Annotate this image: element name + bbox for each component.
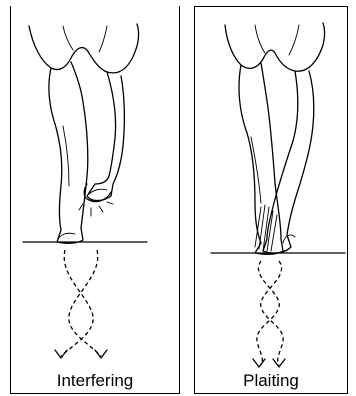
interfering-illustration	[11, 6, 181, 394]
arrow-left	[55, 350, 67, 358]
chest-outline	[225, 23, 325, 71]
left-leg	[239, 63, 283, 254]
arrow-right	[273, 359, 285, 367]
hoof-path-left	[257, 261, 279, 365]
plaiting-illustration	[195, 7, 349, 395]
plaiting-panel: Plaiting	[194, 6, 348, 394]
hoof-path-left	[61, 250, 93, 356]
hoof-path-right	[261, 261, 283, 365]
right-leg	[87, 72, 124, 201]
plaiting-caption: Plaiting	[195, 371, 347, 391]
left-leg	[49, 62, 88, 243]
interfering-panel: Interfering	[10, 6, 180, 394]
arrow-left	[253, 359, 265, 367]
hoof-path-right	[69, 250, 101, 356]
interfering-caption: Interfering	[11, 371, 179, 391]
crossing-hatch	[255, 205, 277, 251]
chest-outline	[29, 24, 139, 73]
